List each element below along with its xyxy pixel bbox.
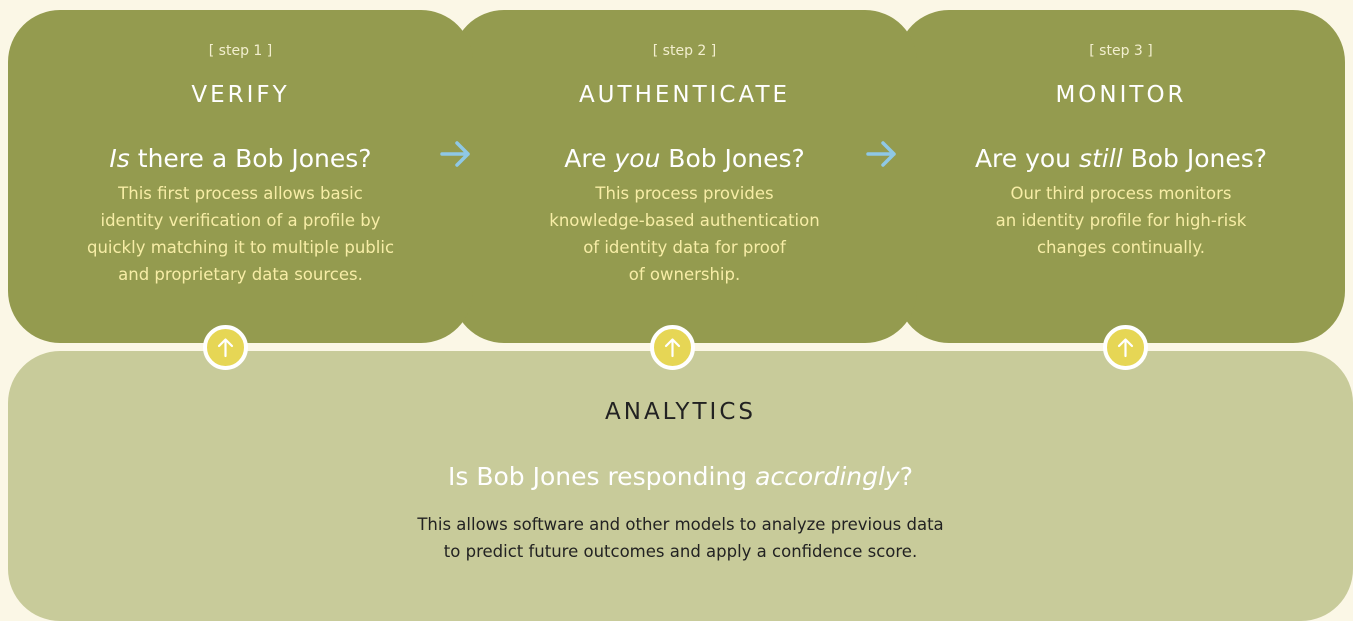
arrow-up-circle-icon	[203, 325, 248, 370]
step-description: This process provides knowledge-based au…	[549, 184, 820, 284]
arrow-up-circle-icon	[1103, 325, 1148, 370]
step-title: MONITOR	[1055, 82, 1187, 108]
analytics-title: ANALYTICS	[605, 399, 756, 425]
step-description: Our third process monitors an identity p…	[995, 184, 1247, 257]
analytics-panel: ANALYTICS Is Bob Jones responding accord…	[8, 351, 1353, 621]
step-question: Are you still Bob Jones?	[974, 144, 1268, 173]
step-title: AUTHENTICATE	[578, 82, 791, 108]
step-panel-authenticate: [ step 2 ] AUTHENTICATE Are you Bob Jone…	[452, 10, 917, 343]
step-title: VERIFY	[191, 82, 290, 108]
arrow-right-icon	[864, 136, 900, 176]
step-panel-monitor: [ step 3 ] MONITOR Are you still Bob Jon…	[897, 10, 1345, 343]
step-question: Is there a Bob Jones?	[109, 144, 372, 173]
step-number: [ step 1 ]	[208, 43, 273, 59]
arrow-right-icon	[438, 136, 474, 176]
step-description: This first process allows basic identity…	[86, 184, 395, 284]
analytics-question: Is Bob Jones responding accordingly?	[447, 462, 914, 491]
arrow-up-circle-icon	[650, 325, 695, 370]
step-panel-verify: [ step 1 ] VERIFY Is there a Bob Jones? …	[8, 10, 473, 343]
step-number: [ step 3 ]	[1089, 43, 1153, 59]
step-number: [ step 2 ]	[652, 43, 717, 59]
analytics-description: This allows software and other models to…	[417, 515, 944, 561]
step-question: Are you Bob Jones?	[564, 144, 805, 173]
